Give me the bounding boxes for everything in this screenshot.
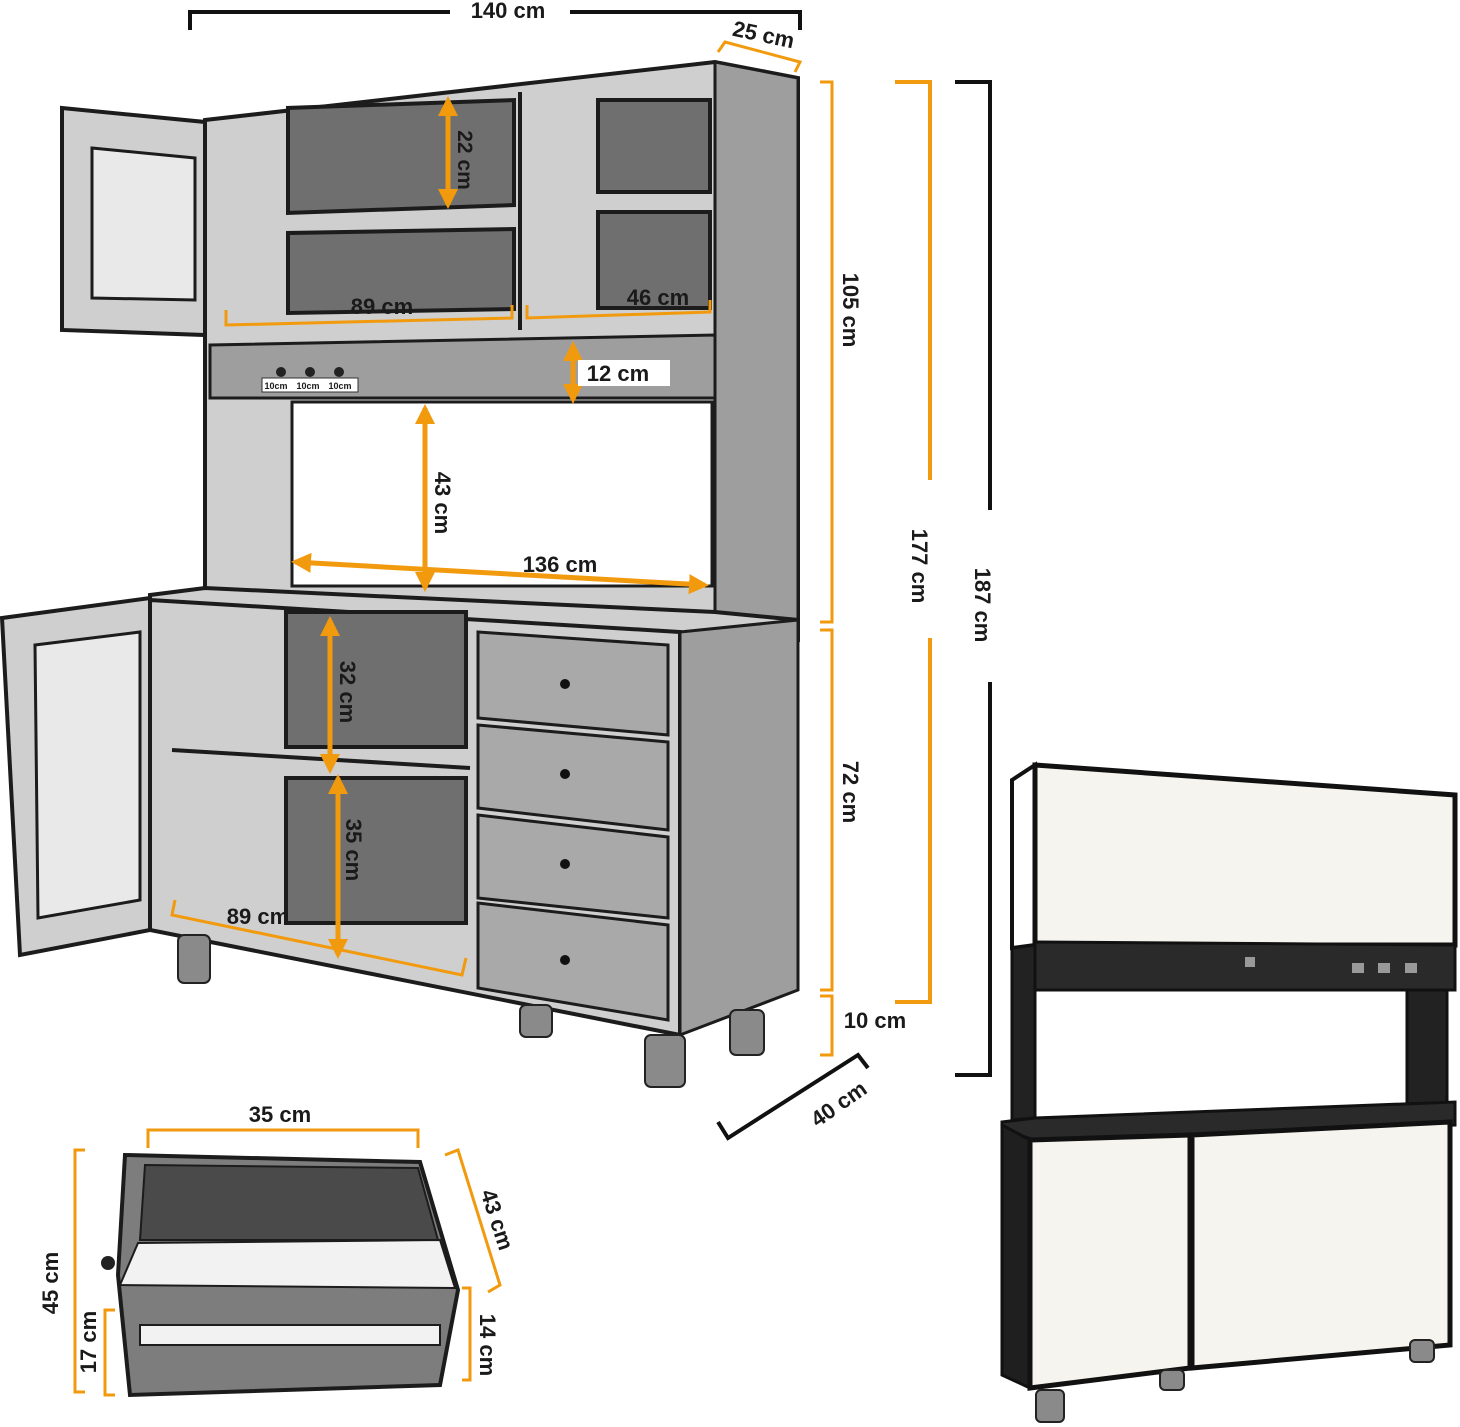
total-height-label: 187 cm <box>970 568 995 643</box>
leg-mid <box>519 1004 553 1038</box>
lower-left-door <box>1027 1132 1193 1391</box>
hook-a <box>1352 963 1364 973</box>
lower-side-panel <box>678 618 800 1038</box>
drawer-handle <box>101 1256 115 1270</box>
drawer-2 <box>476 723 670 832</box>
leg-front-right <box>644 1034 686 1088</box>
hutch-side <box>1010 761 1037 951</box>
hook-2 <box>305 367 315 377</box>
hook-c <box>1405 963 1417 973</box>
drawer-detail-illustration: 35 cm 43 cm 45 cm 17 cm 14 cm <box>38 1102 519 1398</box>
upper-left-width-label: 89 cm <box>351 294 413 319</box>
depth-top-label: 25 cm <box>730 16 796 53</box>
lower-height-line <box>820 628 834 992</box>
hook-spacing-label-3: 10cm <box>328 381 351 391</box>
drawer-knob-4 <box>560 955 570 965</box>
drawer-width-line <box>146 1128 420 1148</box>
strip-height-label: 12 cm <box>587 361 649 386</box>
strip-label-bg <box>578 360 670 386</box>
lower-shelf-top-label: 32 cm <box>335 661 360 723</box>
upper-shelf-label: 22 cm <box>453 130 476 190</box>
open-height-label: 43 cm <box>430 472 455 534</box>
open-width-arrow <box>291 552 709 595</box>
hook-b <box>1378 963 1390 973</box>
drawer-height-label: 45 cm <box>38 1252 63 1314</box>
open-niche <box>290 400 714 588</box>
hook-1 <box>276 367 286 377</box>
drawer-depth-label: 43 cm <box>476 1186 519 1253</box>
mid-height-line-top <box>895 80 932 480</box>
total-width-label: 140 cm <box>471 0 546 23</box>
mid-height-label: 177 cm <box>907 529 932 604</box>
main-cabinet-illustration <box>0 59 800 1088</box>
closed-cabinet-illustration <box>1000 761 1458 1423</box>
open-frame-left <box>1010 943 1037 1122</box>
drawer-interior <box>138 1163 440 1241</box>
drawer-front-strip <box>139 1324 441 1346</box>
upper-right-top-glass <box>596 98 712 194</box>
drawer-1 <box>476 630 670 737</box>
closed-leg-1 <box>1035 1389 1065 1423</box>
main-dimensions: 140 cm 25 cm 105 cm 72 cm 10 cm 177 cm 1… <box>170 0 995 1141</box>
lower-right-door <box>1189 1119 1453 1371</box>
lower-inner-width-label: 89 cm <box>227 904 289 929</box>
drawer-front-height-label: 17 cm <box>76 1311 101 1373</box>
hutch-door-panel <box>1032 762 1458 948</box>
open-frame-right <box>1405 988 1449 1110</box>
open-width-label: 136 cm <box>523 552 598 577</box>
hook-spacing-label-1: 10cm <box>264 381 287 391</box>
lower-shelf-bottom-label: 35 cm <box>341 819 366 881</box>
drawer-inner-height-line <box>462 1286 472 1382</box>
drawer-inner-height-label: 14 cm <box>475 1314 500 1376</box>
drawer-depth-line <box>444 1148 502 1294</box>
width-line-left <box>188 10 450 30</box>
drawer-back-panel <box>118 1238 457 1290</box>
width-line-right <box>570 10 802 30</box>
drawer-front-height-line <box>103 1308 115 1397</box>
lower-height-label: 72 cm <box>838 761 863 823</box>
lower-bottom-glass <box>284 776 468 925</box>
upper-left-top-glass <box>286 97 516 216</box>
leg-height-label: 10 cm <box>844 1008 906 1033</box>
drawer-width-label: 35 cm <box>249 1102 311 1127</box>
upper-right-bottom-glass <box>596 210 712 310</box>
lower-door-glass <box>33 630 142 920</box>
mid-height-line-bottom <box>895 638 932 1004</box>
drawer-knob-3 <box>560 859 570 869</box>
total-height-line-top <box>955 80 992 510</box>
upper-left-width-line <box>224 305 514 327</box>
hook-3 <box>334 367 344 377</box>
depth-bottom-line <box>716 1052 870 1141</box>
hook-spacing-label-2: 10cm <box>296 381 319 391</box>
upper-left-bottom-glass <box>286 226 516 316</box>
upper-right-width-label: 46 cm <box>627 285 689 310</box>
hutch-side-panel <box>713 60 800 630</box>
leg-height-line <box>820 994 834 1057</box>
lower-inner-width-line <box>170 899 468 977</box>
drawer-knob-2 <box>560 769 570 779</box>
drawer-knob-1 <box>560 679 570 689</box>
hook-spacing-plate <box>261 377 359 393</box>
leg-back-right <box>729 1009 765 1056</box>
closed-leg-2 <box>1159 1369 1185 1391</box>
leg-front-left <box>177 934 211 984</box>
upper-height-label: 105 cm <box>838 273 863 348</box>
drawer-4 <box>476 901 670 1022</box>
upper-right-width-line <box>525 300 712 320</box>
strip-knob <box>1245 957 1255 967</box>
upper-height-line <box>820 80 834 624</box>
drawer-3 <box>476 813 670 920</box>
total-height-line-bottom <box>955 682 992 1077</box>
closed-leg-3 <box>1409 1339 1435 1363</box>
drawer-height-line <box>73 1148 85 1394</box>
lower-top-glass <box>284 610 468 749</box>
upper-door-glass <box>90 146 197 302</box>
lower-side-dark <box>1000 1122 1032 1391</box>
depth-top-line <box>716 40 803 73</box>
